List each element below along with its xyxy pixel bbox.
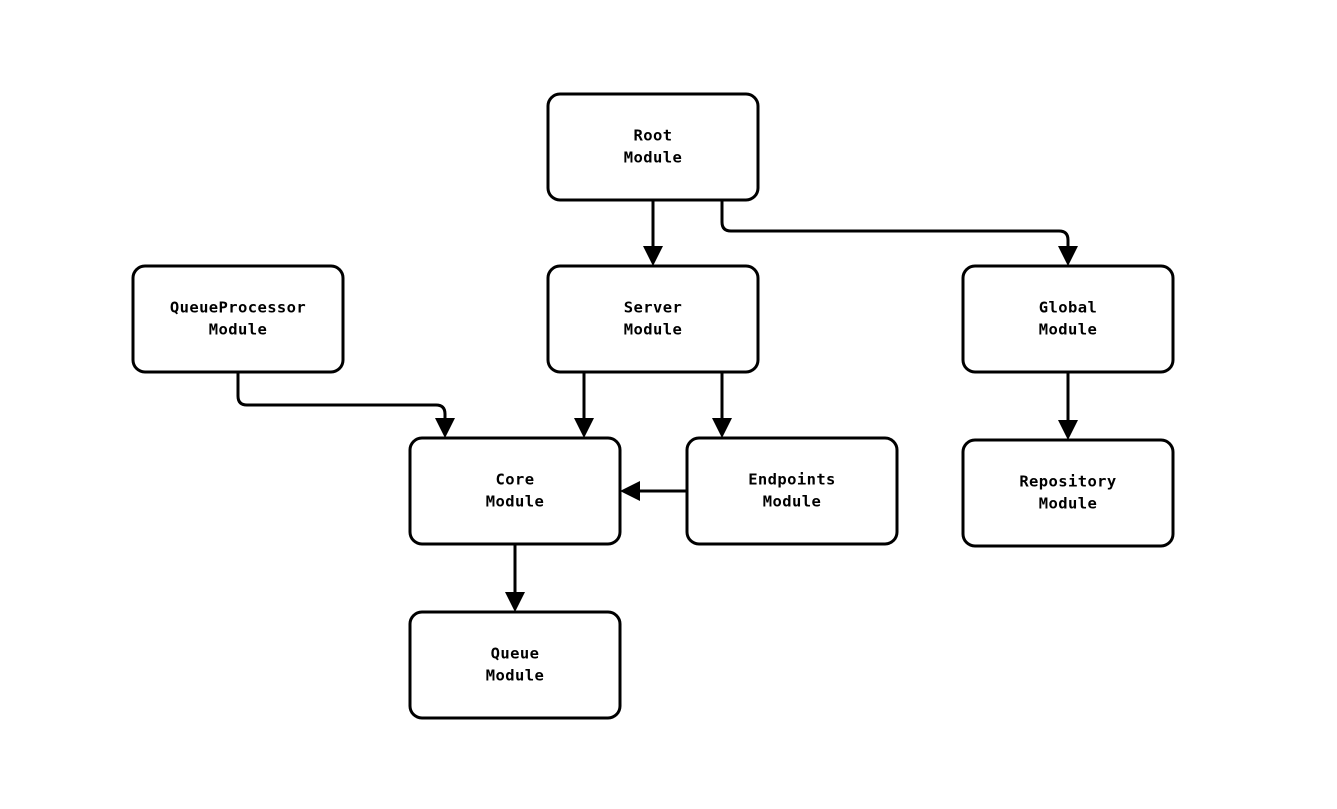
edge-root-to-server-arrowhead <box>643 246 663 266</box>
edge-endpoints-to-core <box>620 481 687 501</box>
edge-root-to-server <box>643 200 663 266</box>
edge-queueprocessor-to-core-line <box>236 372 447 420</box>
edge-server-to-core <box>574 372 594 438</box>
node-server-module-label-line1: Server <box>624 299 682 317</box>
edge-layer <box>236 200 1078 612</box>
node-global-module-box[interactable] <box>961 264 1175 374</box>
node-endpoints-module[interactable]: Endpoints Module <box>685 436 899 546</box>
node-global-module-label-line2: Module <box>1039 321 1097 339</box>
node-queue-module-label-line1: Queue <box>491 645 540 663</box>
edge-root-to-global-arrowhead <box>1058 246 1078 266</box>
node-server-module-box[interactable] <box>546 264 760 374</box>
edge-root-to-global-line <box>720 200 1070 248</box>
node-root-module-box[interactable] <box>546 92 760 202</box>
edge-global-to-repository <box>1058 372 1078 440</box>
node-queueprocessor-module-label-line2: Module <box>209 321 267 339</box>
node-repository-module-label-line1: Repository <box>1019 473 1116 491</box>
node-root-module-label-line2: Module <box>624 149 682 167</box>
node-root-module-label-line1: Root <box>634 127 673 145</box>
node-server-module[interactable]: Server Module <box>546 264 760 374</box>
node-repository-module[interactable]: Repository Module <box>961 438 1175 548</box>
node-endpoints-module-label-line2: Module <box>763 493 821 511</box>
node-queue-module[interactable]: Queue Module <box>408 610 622 720</box>
node-repository-module-label-line2: Module <box>1039 495 1097 513</box>
edge-root-to-global <box>720 200 1078 266</box>
node-endpoints-module-box[interactable] <box>685 436 899 546</box>
node-global-module-label-line1: Global <box>1039 299 1097 317</box>
node-global-module[interactable]: Global Module <box>961 264 1175 374</box>
node-layer: Root Module QueueProcessor Module Server… <box>131 92 1175 720</box>
edge-server-to-core-arrowhead <box>574 418 594 438</box>
node-queue-module-label-line2: Module <box>486 667 544 685</box>
edge-server-to-endpoints-arrowhead <box>712 418 732 438</box>
edge-queueprocessor-to-core <box>236 372 455 438</box>
node-core-module-label-line1: Core <box>496 471 535 489</box>
edge-global-to-repository-arrowhead <box>1058 420 1078 440</box>
node-queueprocessor-module[interactable]: QueueProcessor Module <box>131 264 345 374</box>
node-server-module-label-line2: Module <box>624 321 682 339</box>
edge-endpoints-to-core-arrowhead <box>620 481 640 501</box>
node-core-module-label-line2: Module <box>486 493 544 511</box>
node-endpoints-module-label-line1: Endpoints <box>748 471 836 489</box>
node-core-module[interactable]: Core Module <box>408 436 622 546</box>
edge-queueprocessor-to-core-arrowhead <box>435 418 455 438</box>
node-core-module-box[interactable] <box>408 436 622 546</box>
edge-core-to-queue <box>505 544 525 612</box>
node-repository-module-box[interactable] <box>961 438 1175 548</box>
edge-server-to-endpoints <box>712 372 732 438</box>
node-queue-module-box[interactable] <box>408 610 622 720</box>
node-root-module[interactable]: Root Module <box>546 92 760 202</box>
node-queueprocessor-module-box[interactable] <box>131 264 345 374</box>
edge-core-to-queue-arrowhead <box>505 592 525 612</box>
node-queueprocessor-module-label-line1: QueueProcessor <box>170 299 306 317</box>
